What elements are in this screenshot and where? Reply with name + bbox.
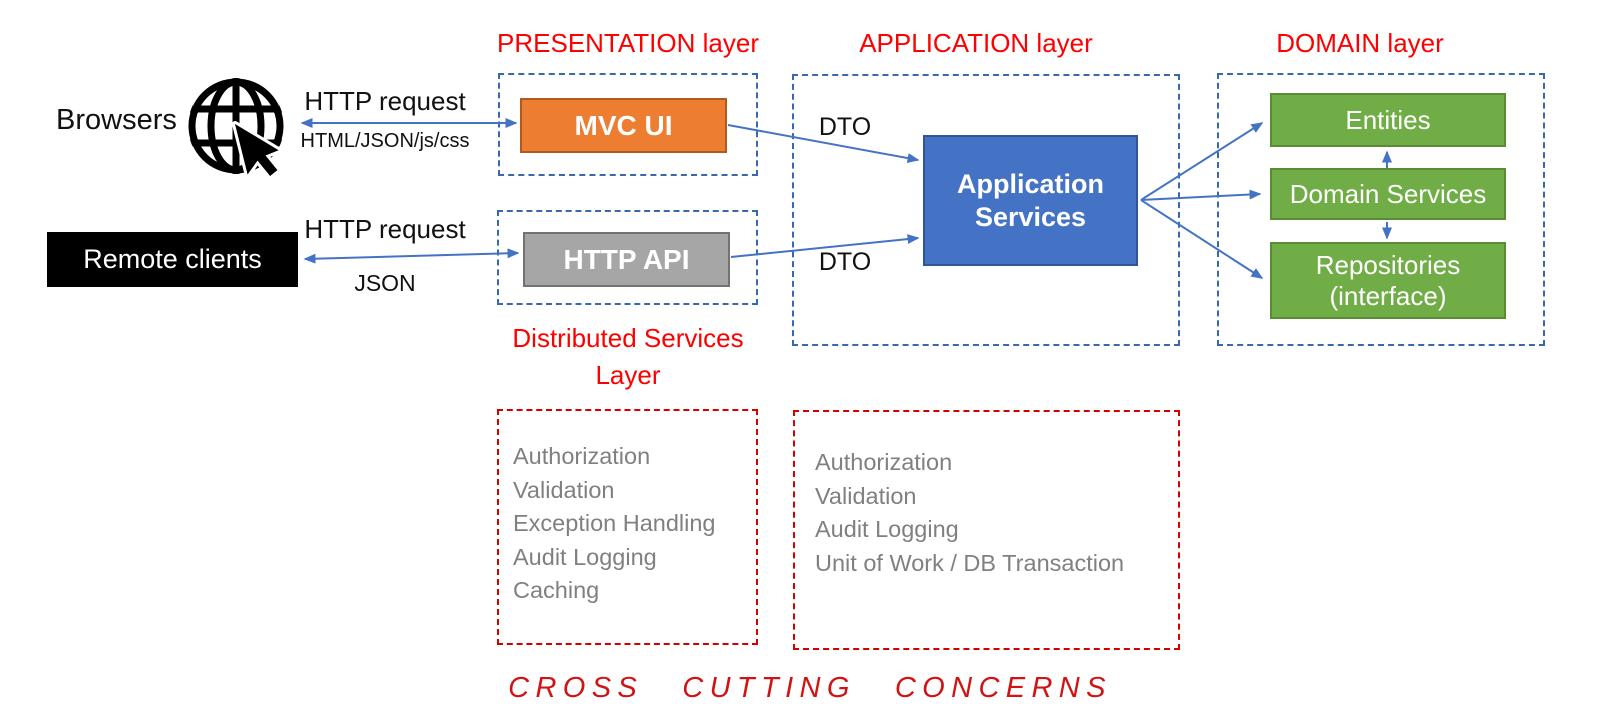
application-layer-title: APPLICATION layer bbox=[859, 28, 1093, 58]
mvc-ui-label: MVC UI bbox=[574, 109, 673, 141]
application-services-label: Application Services bbox=[957, 168, 1104, 232]
arrow-remote-httpapi bbox=[303, 248, 520, 264]
list-item: Audit Logging bbox=[815, 516, 959, 542]
domain-services-label: Domain Services bbox=[1289, 178, 1487, 209]
distributed-services-layer-title: Distributed Services Layer bbox=[512, 323, 744, 390]
mvc-ui-box: MVC UI bbox=[520, 98, 727, 153]
browsers-label: Browsers bbox=[56, 104, 177, 136]
http-request-top-label: HTTP request bbox=[304, 86, 466, 116]
repositories-box: Repositories (interface) bbox=[1270, 242, 1506, 319]
domain-services-box: Domain Services bbox=[1270, 168, 1506, 220]
list-item: Authorization bbox=[513, 443, 651, 469]
globe-cursor-icon bbox=[188, 78, 284, 180]
entities-box: Entities bbox=[1270, 93, 1506, 147]
remote-clients-box: Remote clients bbox=[47, 232, 298, 287]
cursor-icon bbox=[232, 121, 282, 180]
list-item: Unit of Work / DB Transaction bbox=[815, 549, 1125, 576]
domain-layer-title: DOMAIN layer bbox=[1276, 28, 1444, 58]
list-item: Exception Handling bbox=[513, 510, 716, 536]
dto-top-label: DTO bbox=[818, 113, 872, 141]
entities-label: Entities bbox=[1345, 104, 1431, 135]
presentation-layer-title: PRESENTATION layer bbox=[497, 28, 759, 58]
json-label: JSON bbox=[354, 270, 416, 296]
cross-cutting-right-box bbox=[793, 410, 1180, 650]
dto-bottom-label: DTO bbox=[818, 248, 872, 276]
cross-cutting-left-box bbox=[497, 409, 758, 645]
http-api-label: HTTP API bbox=[563, 243, 690, 275]
list-item: Audit Logging bbox=[513, 543, 657, 570]
list-item: Caching bbox=[513, 577, 600, 603]
cross-cutting-caption: CROSS CUTTING CONCERNS bbox=[508, 672, 1112, 704]
list-item: Validation bbox=[513, 476, 615, 503]
html-json-js-css-label: HTML/JSON/js/css bbox=[300, 130, 470, 152]
list-item: Authorization bbox=[815, 449, 953, 475]
application-services-box: Application Services bbox=[923, 135, 1138, 266]
http-api-box: HTTP API bbox=[523, 232, 730, 287]
repositories-label: Repositories (interface) bbox=[1315, 249, 1461, 311]
remote-clients-label: Remote clients bbox=[83, 244, 262, 274]
http-request-bottom-label: HTTP request bbox=[304, 214, 466, 244]
list-item: Validation bbox=[815, 482, 917, 509]
